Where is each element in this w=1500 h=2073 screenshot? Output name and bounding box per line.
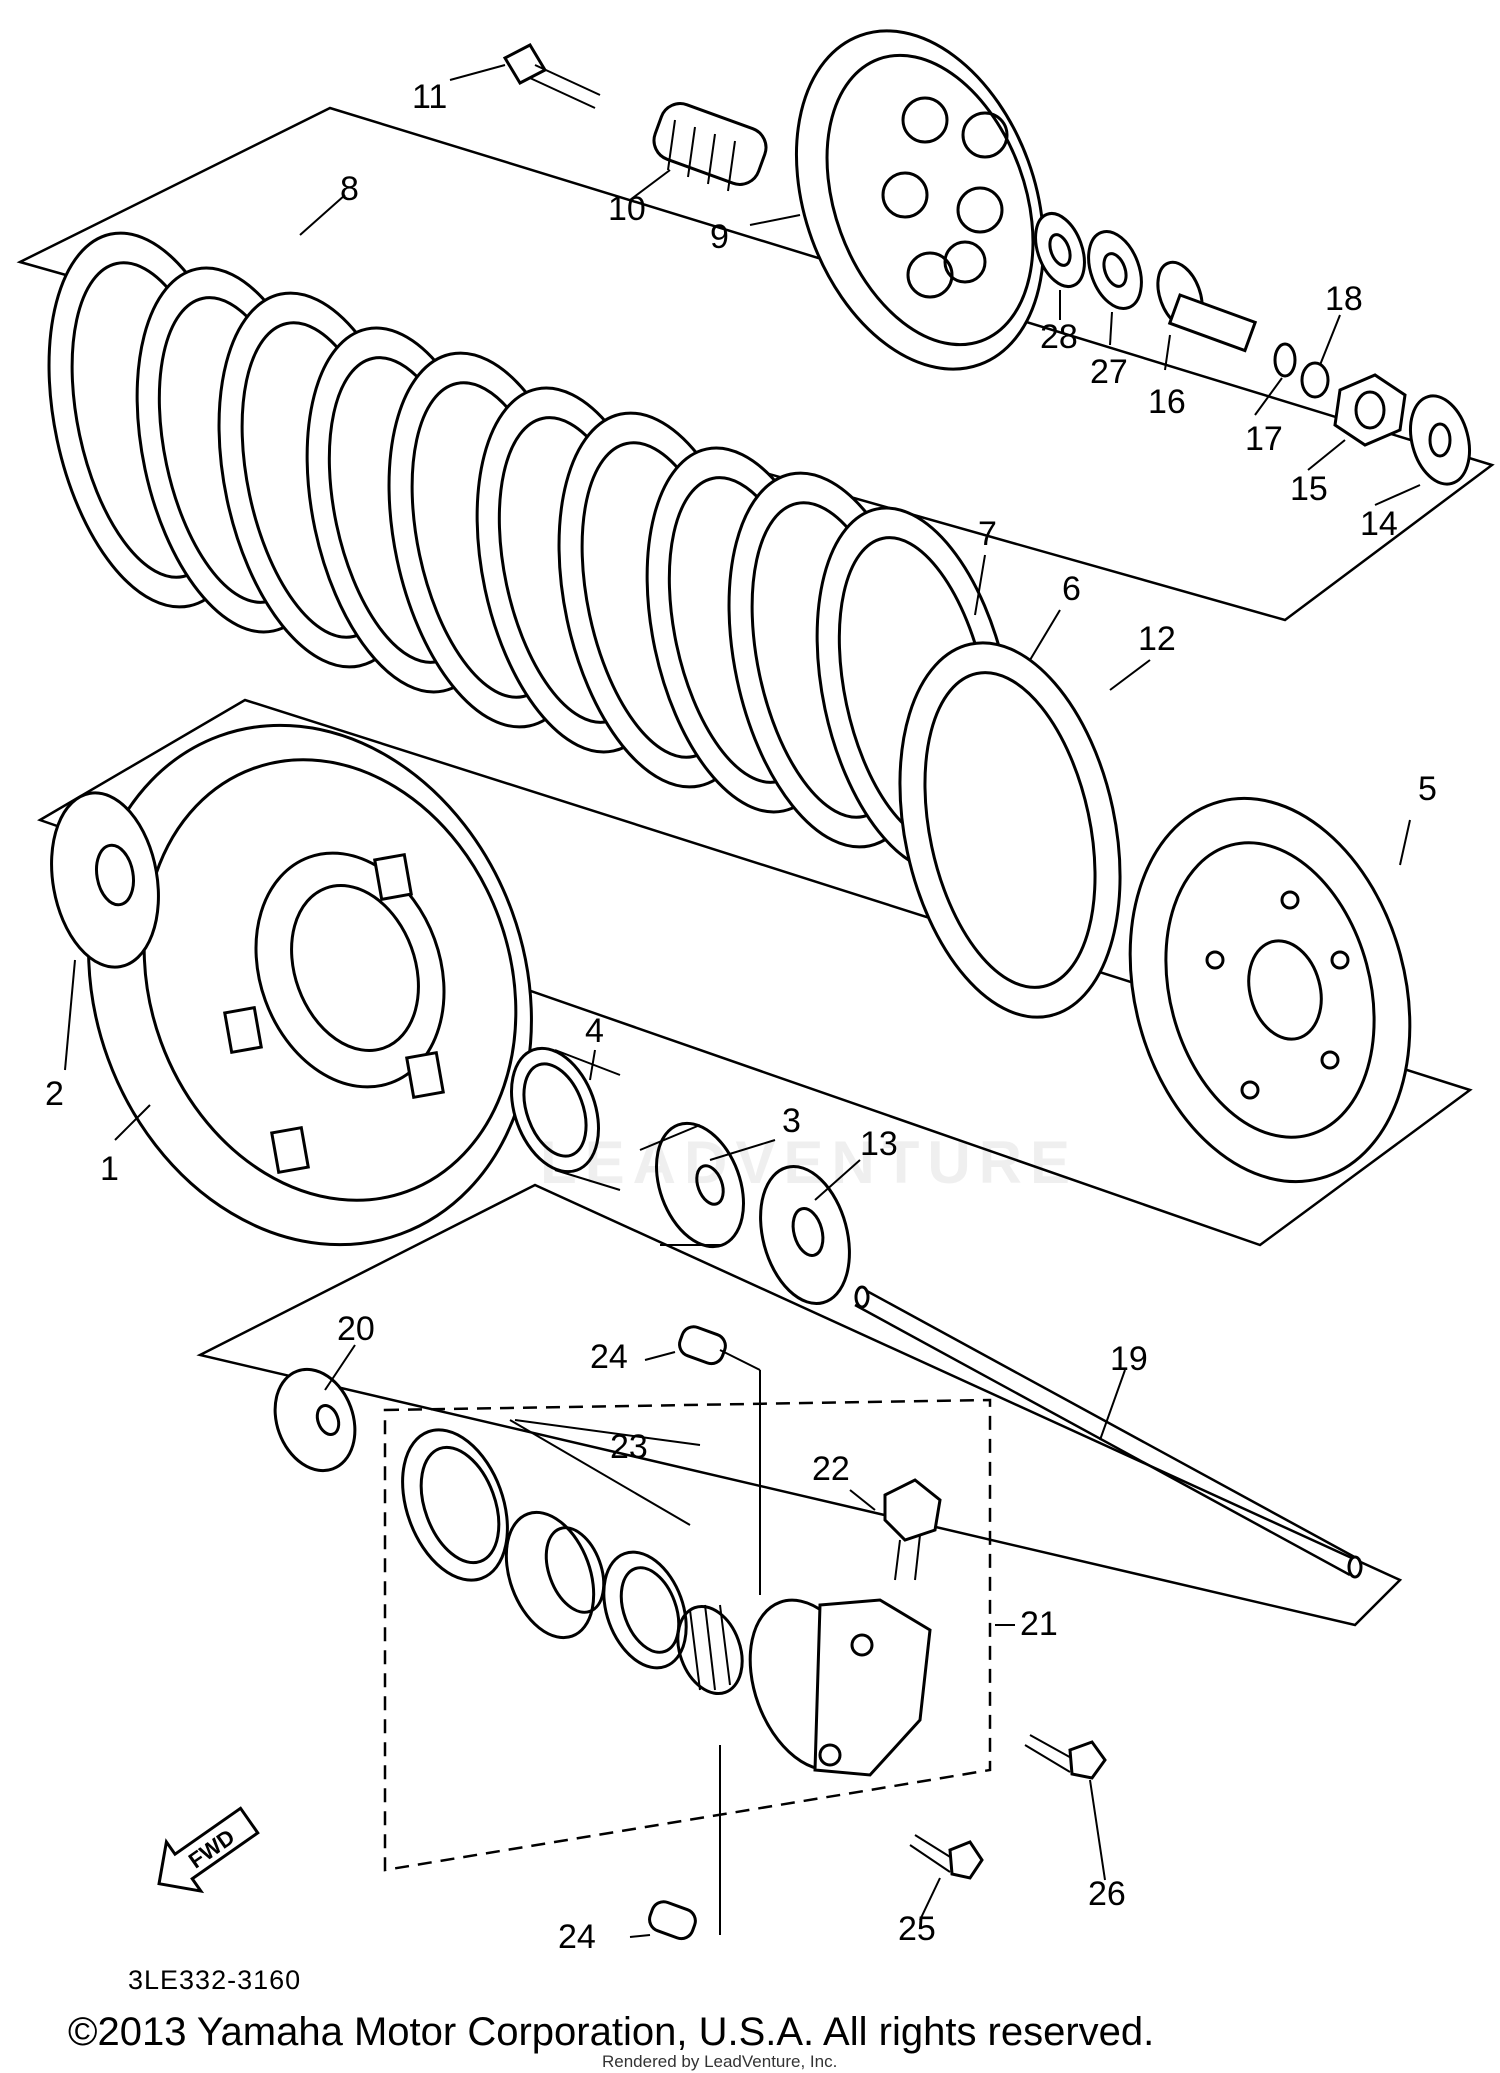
callout-1: 1 bbox=[100, 1150, 119, 1188]
bolt-26 bbox=[1024, 1734, 1107, 1780]
callout-15: 15 bbox=[1290, 470, 1328, 508]
friction-plate-12 bbox=[898, 641, 1122, 1019]
bearing-27 bbox=[1087, 230, 1143, 310]
pushrod-outline bbox=[196, 1183, 1403, 1627]
fwd-arrow: FWD bbox=[157, 1806, 260, 1894]
dowel-pin-upper bbox=[678, 1325, 727, 1366]
watermark: LEADVENTURE bbox=[540, 1129, 1079, 1196]
copyright-notice: ©2013 Yamaha Motor Corporation, U.S.A. A… bbox=[68, 2010, 1155, 2054]
callout-22: 22 bbox=[812, 1450, 850, 1488]
callout-11: 11 bbox=[412, 78, 447, 116]
nut-15 bbox=[1333, 373, 1407, 447]
oil-seal-20 bbox=[273, 1367, 357, 1473]
callout-3: 3 bbox=[782, 1102, 801, 1140]
pressure-plate bbox=[794, 29, 1046, 371]
callout-23: 23 bbox=[610, 1428, 648, 1466]
clutch-plate-stack bbox=[47, 231, 1122, 1019]
callout-25: 25 bbox=[898, 1910, 936, 1948]
thrust-washer-13 bbox=[759, 1165, 851, 1305]
washer-28 bbox=[1034, 212, 1086, 288]
callout-16: 16 bbox=[1148, 383, 1186, 421]
push-rod-16 bbox=[1156, 260, 1258, 353]
callout-4: 4 bbox=[585, 1012, 604, 1050]
seal-kit-23 bbox=[401, 1428, 688, 1670]
callout-6: 6 bbox=[1062, 570, 1081, 608]
callout-labels: 11 10 9 8 28 27 16 17 18 15 14 7 6 12 5 … bbox=[45, 78, 1437, 1956]
needle-bearing-4 bbox=[510, 1046, 621, 1191]
leader-lines bbox=[64, 64, 1421, 1938]
spacer-3 bbox=[639, 1121, 745, 1249]
slave-cylinder-group-outline bbox=[383, 1398, 992, 1872]
callout-8: 8 bbox=[340, 170, 359, 208]
render-credit: Rendered by LeadVenture, Inc. bbox=[602, 2052, 838, 2071]
callout-24-lower: 24 bbox=[558, 1918, 596, 1956]
callout-13: 13 bbox=[860, 1125, 898, 1163]
callout-5: 5 bbox=[1418, 770, 1437, 808]
clutch-spring bbox=[652, 102, 768, 192]
thrust-washer-2 bbox=[50, 791, 160, 969]
callout-2: 2 bbox=[45, 1075, 64, 1113]
callout-28: 28 bbox=[1040, 318, 1078, 356]
callout-21: 21 bbox=[1020, 1605, 1058, 1643]
lower-assembly-outline bbox=[37, 698, 1473, 1247]
callout-9: 9 bbox=[710, 218, 729, 256]
callout-24-upper: 24 bbox=[590, 1338, 628, 1376]
slave-spring bbox=[676, 1604, 744, 1696]
bleed-screw-22 bbox=[883, 1478, 942, 1581]
clutch-housing bbox=[87, 723, 533, 1247]
callout-14: 14 bbox=[1360, 505, 1398, 543]
lock-washer-14 bbox=[1409, 394, 1471, 486]
callout-20: 20 bbox=[337, 1310, 375, 1348]
callout-27: 27 bbox=[1090, 353, 1128, 391]
push-rod-19 bbox=[854, 1285, 1363, 1579]
callout-10: 10 bbox=[608, 190, 646, 228]
o-ring-17 bbox=[1273, 342, 1297, 378]
bolt bbox=[502, 43, 601, 109]
callout-17: 17 bbox=[1245, 420, 1283, 458]
callout-7: 7 bbox=[978, 515, 997, 553]
callout-18: 18 bbox=[1325, 280, 1363, 318]
callout-12: 12 bbox=[1138, 620, 1176, 658]
slave-cylinder-body bbox=[748, 1598, 932, 1777]
plate-stack-outline bbox=[16, 106, 1495, 622]
reference-code: 3LE332-3160 bbox=[128, 1965, 302, 1995]
o-ring-18 bbox=[1300, 361, 1330, 399]
bolt-25 bbox=[909, 1834, 984, 1880]
callout-19: 19 bbox=[1110, 1340, 1148, 1378]
clutch-boss-5 bbox=[1128, 796, 1412, 1184]
dowel-pin-lower bbox=[648, 1900, 697, 1941]
callout-26: 26 bbox=[1088, 1875, 1126, 1913]
